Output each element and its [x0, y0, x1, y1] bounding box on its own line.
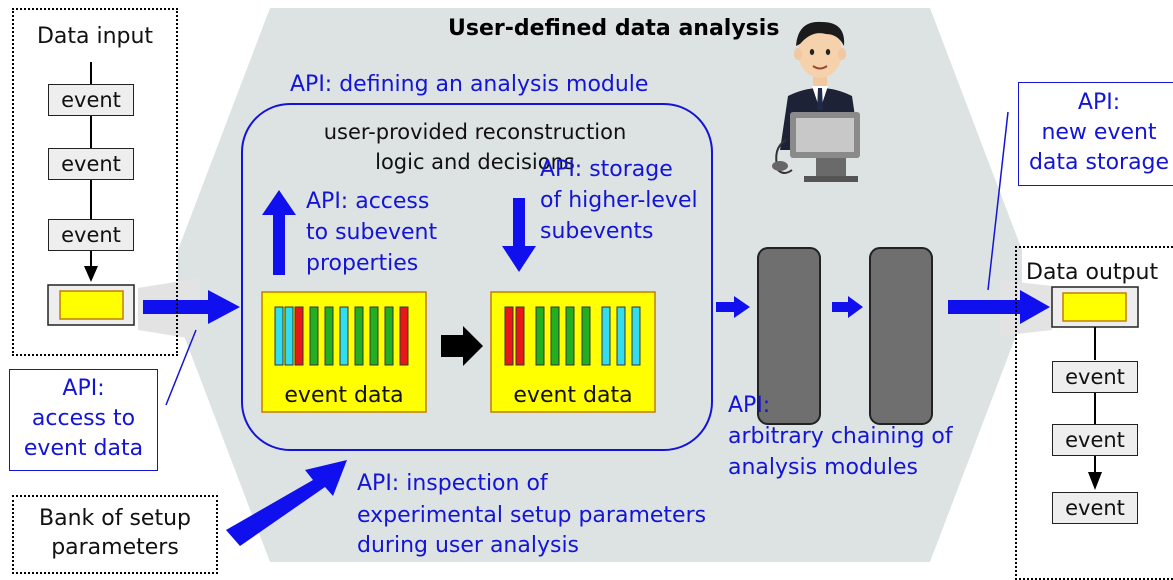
- event-data-before-label: event data: [284, 383, 404, 408]
- input-arrow: [143, 290, 240, 324]
- module-block-1: [757, 247, 821, 425]
- before-subevent-bar-5: [324, 306, 334, 366]
- before-subevent-bar-10: [399, 306, 409, 366]
- api-inspection-line2: experimental setup parameters: [357, 503, 707, 528]
- logic-line1: user-provided reconstruction: [323, 120, 627, 144]
- api-access-event-line2: access to: [31, 406, 136, 431]
- after-subevent-bar-1: [504, 306, 514, 366]
- after-subevent-bar-7: [601, 306, 611, 366]
- output-arrow: [948, 290, 1050, 324]
- before-subevent-bar-6: [339, 306, 349, 366]
- data-input-panel: [12, 8, 178, 356]
- after-subevent-bar-2: [515, 306, 525, 366]
- api-access-subevent-line3: properties: [306, 251, 419, 276]
- after-subevent-bar-3: [535, 306, 545, 366]
- api-access-subevent-line2: to subevent: [306, 220, 438, 245]
- diagram-title: User-defined data analysis: [448, 16, 780, 41]
- bars-before: [274, 306, 409, 366]
- module-block-2: [869, 247, 933, 425]
- before-subevent-bar-4: [309, 306, 319, 366]
- api-chaining-line3: analysis modules: [728, 455, 918, 480]
- api-access-subevent-line1: API: access: [306, 189, 430, 214]
- down-arrow: [502, 198, 536, 272]
- bars-after: [504, 306, 641, 366]
- api-storage-higher-line1: API: storage: [540, 157, 673, 182]
- api-new-storage-line3: data storage: [1028, 150, 1170, 175]
- api-storage-higher-line3: subevents: [540, 219, 654, 244]
- analysis-module: [241, 103, 713, 451]
- input-event-2: event: [48, 148, 134, 180]
- api-inspection-line3: during user analysis: [357, 533, 580, 558]
- api-inspection-line1: API: inspection of: [357, 471, 548, 496]
- setup-bank-line1: Bank of setup: [39, 506, 191, 531]
- event-api-connector: [165, 329, 197, 406]
- before-subevent-bar-7: [354, 306, 364, 366]
- data-output-panel: [1015, 246, 1173, 580]
- transform-arrow: [441, 326, 483, 366]
- api-access-event-line3: event data: [23, 436, 144, 461]
- before-subevent-bar-9: [384, 306, 394, 366]
- after-subevent-bar-6: [581, 306, 591, 366]
- analysis-diagram: User-defined data analysis Data input ev…: [9, 8, 1173, 580]
- chain-arrow-1: [716, 296, 750, 318]
- input-event-3: event: [48, 219, 134, 251]
- input-event-1: event: [48, 84, 134, 116]
- data-output-title: Data output: [1026, 260, 1159, 285]
- output-event-2: event: [1052, 424, 1138, 456]
- api-new-storage-line1: API:: [1077, 90, 1121, 115]
- up-arrow: [262, 190, 296, 275]
- output-event-1: event: [1052, 361, 1138, 393]
- before-subevent-bar-2: [284, 306, 294, 366]
- setup-arrow: [226, 460, 347, 546]
- api-define-module: API: defining an analysis module: [290, 72, 649, 97]
- logic-line2: logic and decisions: [375, 150, 575, 174]
- after-subevent-bar-5: [565, 306, 575, 366]
- api-new-storage-line2: new event: [1041, 120, 1157, 145]
- before-subevent-bar-3: [294, 306, 304, 366]
- user-computer-icon: [772, 21, 860, 182]
- after-subevent-bar-8: [616, 306, 626, 366]
- output-event-3: event: [1052, 492, 1138, 524]
- api-new-storage-box: API: new event data storage: [1018, 82, 1173, 186]
- before-subevent-bar-8: [369, 306, 379, 366]
- storage-api-connector: [987, 111, 1009, 291]
- after-subevent-bar-9: [631, 306, 641, 366]
- after-subevent-bar-4: [550, 306, 560, 366]
- event-data-after-label: event data: [513, 383, 633, 408]
- setup-bank-line2: parameters: [51, 535, 179, 560]
- before-subevent-bar-1: [274, 306, 284, 366]
- chain-arrow-2: [832, 296, 863, 318]
- data-input-title: Data input: [36, 24, 154, 49]
- api-access-event-line1: API:: [62, 376, 105, 401]
- api-chaining-line1: API:: [728, 393, 771, 418]
- diagram-graphics: [47, 8, 1139, 562]
- api-storage-higher-line2: of higher-level: [540, 188, 698, 213]
- api-access-event-box: API: access to event data: [9, 369, 158, 471]
- api-chaining-line2: arbitrary chaining of: [728, 424, 953, 449]
